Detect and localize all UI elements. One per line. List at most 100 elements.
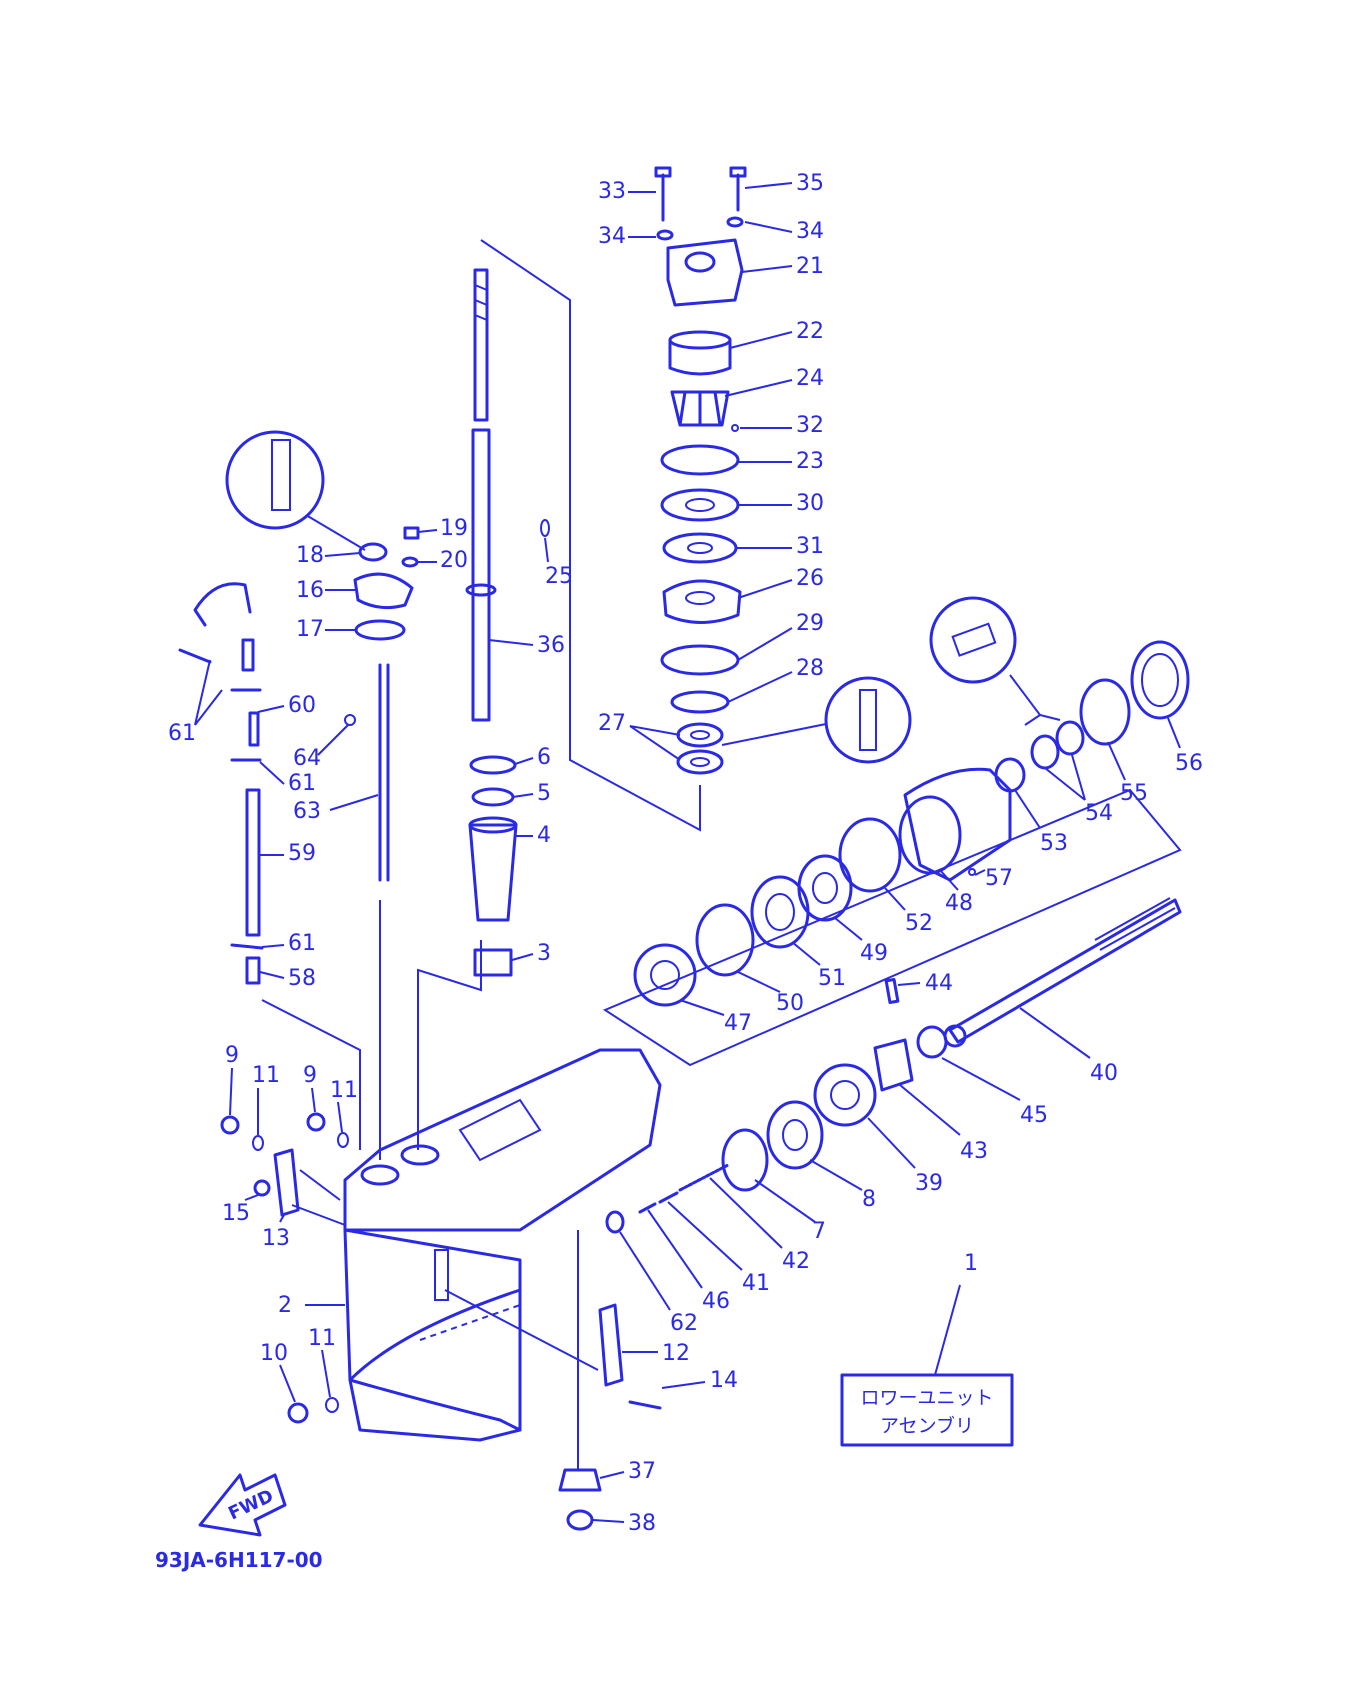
outer-plate-30 <box>660 488 740 522</box>
lower-casing-body <box>343 1228 522 1432</box>
gasket-31 <box>662 532 738 564</box>
drawing-code: 93JA-6H117-00 <box>155 1548 323 1572</box>
pin-57 <box>968 868 976 876</box>
insert-cartridge-22 <box>668 338 732 376</box>
dog-clutch-43 <box>873 1038 914 1092</box>
callout-43: 43 <box>960 1139 988 1164</box>
callout-5: 5 <box>537 781 551 806</box>
bolt-9-right <box>306 1112 326 1132</box>
callout-54: 54 <box>1085 801 1113 826</box>
callout-51: 51 <box>818 966 846 991</box>
spring-45 <box>916 1025 948 1059</box>
callout-34b: 34 <box>796 219 824 244</box>
o-ring-28 <box>670 690 730 714</box>
oil-seal-54a <box>1030 734 1060 770</box>
propeller-shaft-40 <box>948 898 1182 1044</box>
oil-seal-27-lower <box>676 749 724 775</box>
callout-35: 35 <box>796 171 824 196</box>
assembly-label-line1: ロワーユニット <box>860 1387 993 1409</box>
washer-34-right <box>726 216 744 228</box>
callout-33: 33 <box>598 179 626 204</box>
gasket-29 <box>660 644 740 676</box>
callout-57: 57 <box>985 866 1013 891</box>
callout-23: 23 <box>796 449 824 474</box>
trim-tab-13 <box>273 1148 300 1217</box>
callout-38: 38 <box>628 1511 656 1536</box>
key-32 <box>731 424 739 432</box>
callout-11c: 11 <box>308 1326 336 1351</box>
callout-28: 28 <box>796 656 824 681</box>
shift-rod-retainer-16 <box>353 572 414 610</box>
callout-9b: 9 <box>303 1063 317 1088</box>
grease-detail-bubble-18 <box>225 430 325 530</box>
insert-cartridge-22-top <box>668 330 732 350</box>
shim-7 <box>721 1128 769 1192</box>
callout-27: 27 <box>598 711 626 736</box>
callout-14: 14 <box>710 1368 738 1393</box>
bolt-15 <box>253 1179 271 1197</box>
drive-shaft-36 <box>417 239 701 1150</box>
callout-29: 29 <box>796 611 824 636</box>
bolt-33-head <box>654 166 672 178</box>
callout-42: 42 <box>782 1249 810 1274</box>
bolt-14 <box>628 1400 662 1410</box>
bearing-6 <box>469 755 517 775</box>
shift-plunger-46 <box>638 1202 657 1214</box>
propeller-shaft-housing-48 <box>903 767 1012 882</box>
needle-bearing-53 <box>994 757 1026 793</box>
callout-45: 45 <box>1020 1103 1048 1128</box>
grease-detail-bubble-54 <box>929 596 1017 684</box>
callout-49: 49 <box>860 941 888 966</box>
washer-34-left <box>656 229 674 241</box>
washer-20 <box>401 556 419 568</box>
callout-46: 46 <box>702 1289 730 1314</box>
callout-32: 32 <box>796 413 824 438</box>
pump-housing-outlet <box>684 251 716 273</box>
water-pipe-59 <box>245 788 261 937</box>
bolt-9-left <box>220 1115 240 1135</box>
callout-39: 39 <box>915 1171 943 1196</box>
callout-8: 8 <box>862 1187 876 1212</box>
gasket-23 <box>660 444 740 476</box>
grommet-60 <box>248 711 260 747</box>
callout-50: 50 <box>776 991 804 1016</box>
drive-shaft-upper <box>473 268 489 422</box>
callout-15: 15 <box>222 1201 250 1226</box>
pinion-assembly <box>558 1230 602 1531</box>
callout-62: 62 <box>670 1311 698 1336</box>
slider-41 <box>658 1191 679 1204</box>
forward-direction-arrow: FWD <box>198 1473 287 1537</box>
callout-1: 1 <box>964 1251 978 1276</box>
callout-56: 56 <box>1175 751 1203 776</box>
callout-11b: 11 <box>330 1078 358 1103</box>
callout-37: 37 <box>628 1459 656 1484</box>
o-ring-52 <box>838 817 902 893</box>
seal-detail-icon <box>859 689 877 751</box>
casing-hardware-left <box>220 1112 662 1424</box>
oil-seal-54b <box>1055 720 1085 756</box>
bolt-35-head <box>729 166 747 178</box>
callout-7: 7 <box>812 1219 826 1244</box>
callout-11a: 11 <box>252 1063 280 1088</box>
pinion-37 <box>558 1468 602 1492</box>
grease-detail-bubble-27 <box>824 676 912 764</box>
callout-26: 26 <box>796 566 824 591</box>
drive-shaft-lower <box>471 428 491 722</box>
callout-44: 44 <box>925 971 953 996</box>
callout-61c: 61 <box>288 931 316 956</box>
callout-58: 58 <box>288 966 316 991</box>
gasket-11-lower <box>325 1397 339 1413</box>
anode-12 <box>598 1303 624 1387</box>
callout-40: 40 <box>1090 1061 1118 1086</box>
anode-slot <box>434 1249 449 1301</box>
callout-60: 60 <box>288 693 316 718</box>
circlip-55 <box>1079 678 1131 746</box>
pump-housing-21 <box>666 238 744 307</box>
fwd-label: FWD <box>225 1486 277 1525</box>
shim-5 <box>471 787 515 807</box>
callout-2: 2 <box>278 1293 292 1318</box>
reverse-gear-39 <box>813 1063 877 1127</box>
callout-17: 17 <box>296 617 324 642</box>
callout-52: 52 <box>905 911 933 936</box>
